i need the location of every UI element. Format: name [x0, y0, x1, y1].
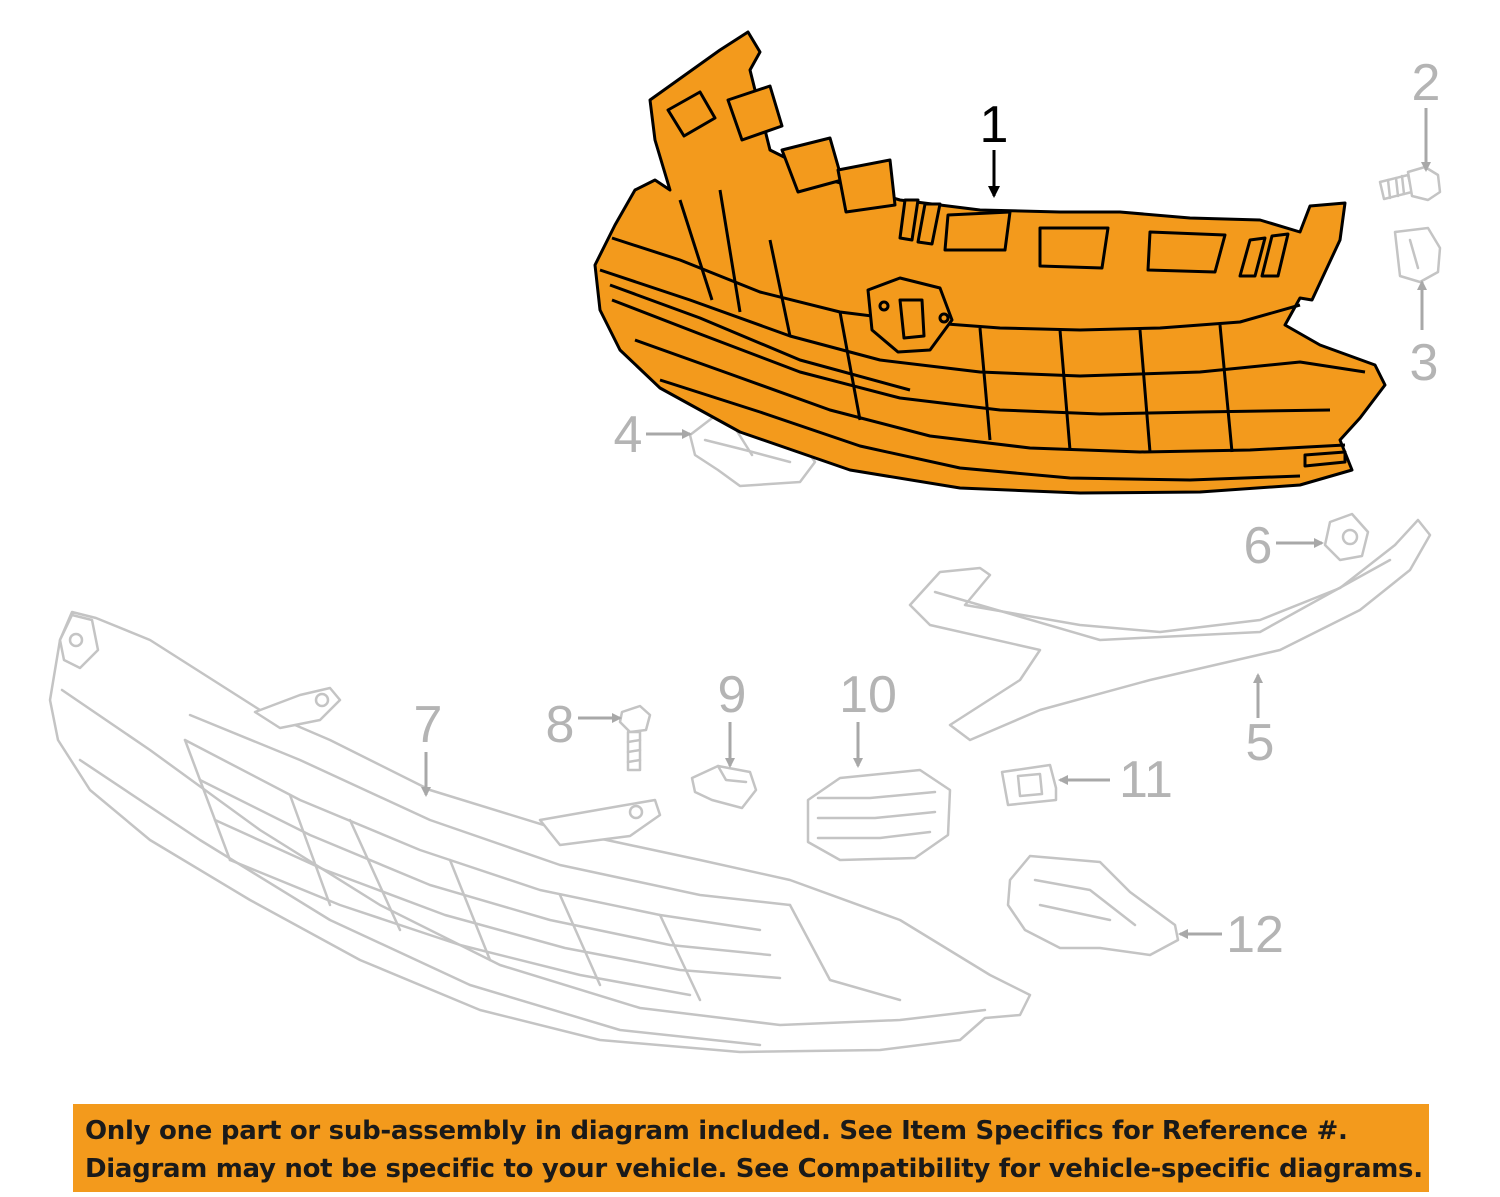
callout-1-label: 1 — [980, 96, 1009, 154]
part-10-vent-insert — [806, 768, 952, 862]
disclaimer-banner: Only one part or sub-assembly in diagram… — [73, 1104, 1429, 1192]
part-7-lower-grille — [48, 610, 1032, 1054]
disclaimer-line-2: Diagram may not be specific to your vehi… — [85, 1154, 1423, 1184]
callout-4-label: 4 — [614, 406, 643, 464]
part-2-bolt — [1378, 165, 1442, 202]
part-8-bolt — [618, 704, 652, 772]
callout-9-label: 9 — [718, 666, 747, 724]
part-1-upper-grille — [593, 30, 1387, 495]
callout-11-label: 11 — [1119, 751, 1173, 809]
part-3-clip — [1393, 226, 1442, 284]
part-12-side-bracket — [1006, 854, 1180, 957]
part-9-clip — [690, 764, 758, 810]
callout-3-label: 3 — [1410, 334, 1439, 392]
part-11-clip — [1000, 763, 1058, 807]
callout-2-label: 2 — [1412, 54, 1441, 112]
callout-7-label: 7 — [414, 696, 443, 754]
disclaimer-line-1: Only one part or sub-assembly in diagram… — [85, 1116, 1348, 1146]
callout-10-label: 10 — [839, 666, 897, 724]
callout-12-label: 12 — [1226, 906, 1284, 964]
part-5-grille-molding — [908, 518, 1432, 742]
callout-8-label: 8 — [546, 696, 575, 754]
part-6-nut — [1323, 512, 1370, 562]
callout-5-label: 5 — [1246, 714, 1275, 772]
callout-6-label: 6 — [1244, 517, 1273, 575]
